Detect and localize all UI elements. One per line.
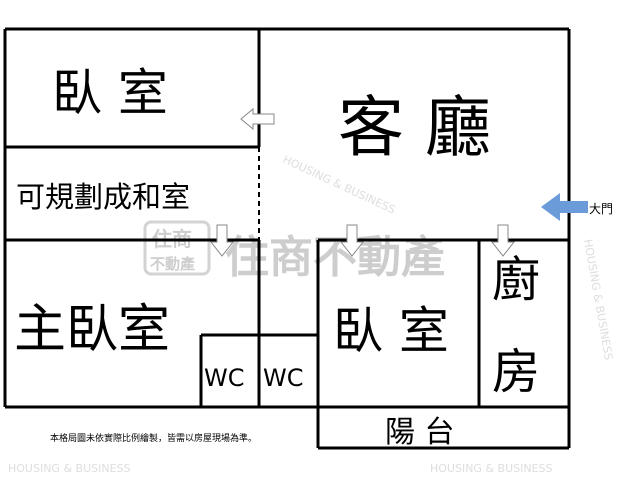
watermark-english: HOUSING & BUSINESS [8, 462, 131, 475]
room-master-bedroom: 主臥室 [14, 300, 170, 360]
door-arrow-down-icon [490, 224, 516, 257]
watermark-logo [143, 220, 211, 276]
room-wc-2: WC [263, 364, 304, 392]
room-kitchen-1: 廚 [492, 252, 540, 308]
entrance-arrow-icon [541, 193, 588, 221]
room-balcony: 陽 台 [385, 415, 455, 450]
door-arrow-down-icon [339, 224, 365, 257]
entrance-label: 大門 [589, 202, 613, 216]
watermark-logo-bottom: 不動產 [150, 255, 195, 273]
room-bedroom-top: 臥 室 [52, 64, 168, 122]
door-arrow-down-icon [209, 224, 235, 257]
room-wc-1: WC [204, 364, 245, 392]
door-arrow-left-icon [240, 107, 275, 131]
room-kitchen-2: 房 [492, 344, 540, 400]
room-planned-japanese: 可規劃成和室 [16, 180, 190, 214]
disclaimer-note: 本格局圖未依實際比例繪製，皆需以房屋現場為準。 [50, 432, 257, 444]
watermark-english: HOUSING & BUSINESS [581, 238, 615, 361]
watermark-english: HOUSING & BUSINESS [430, 462, 553, 475]
room-bedroom-2: 臥 室 [333, 302, 449, 360]
room-living: 客 廳 [338, 89, 491, 166]
